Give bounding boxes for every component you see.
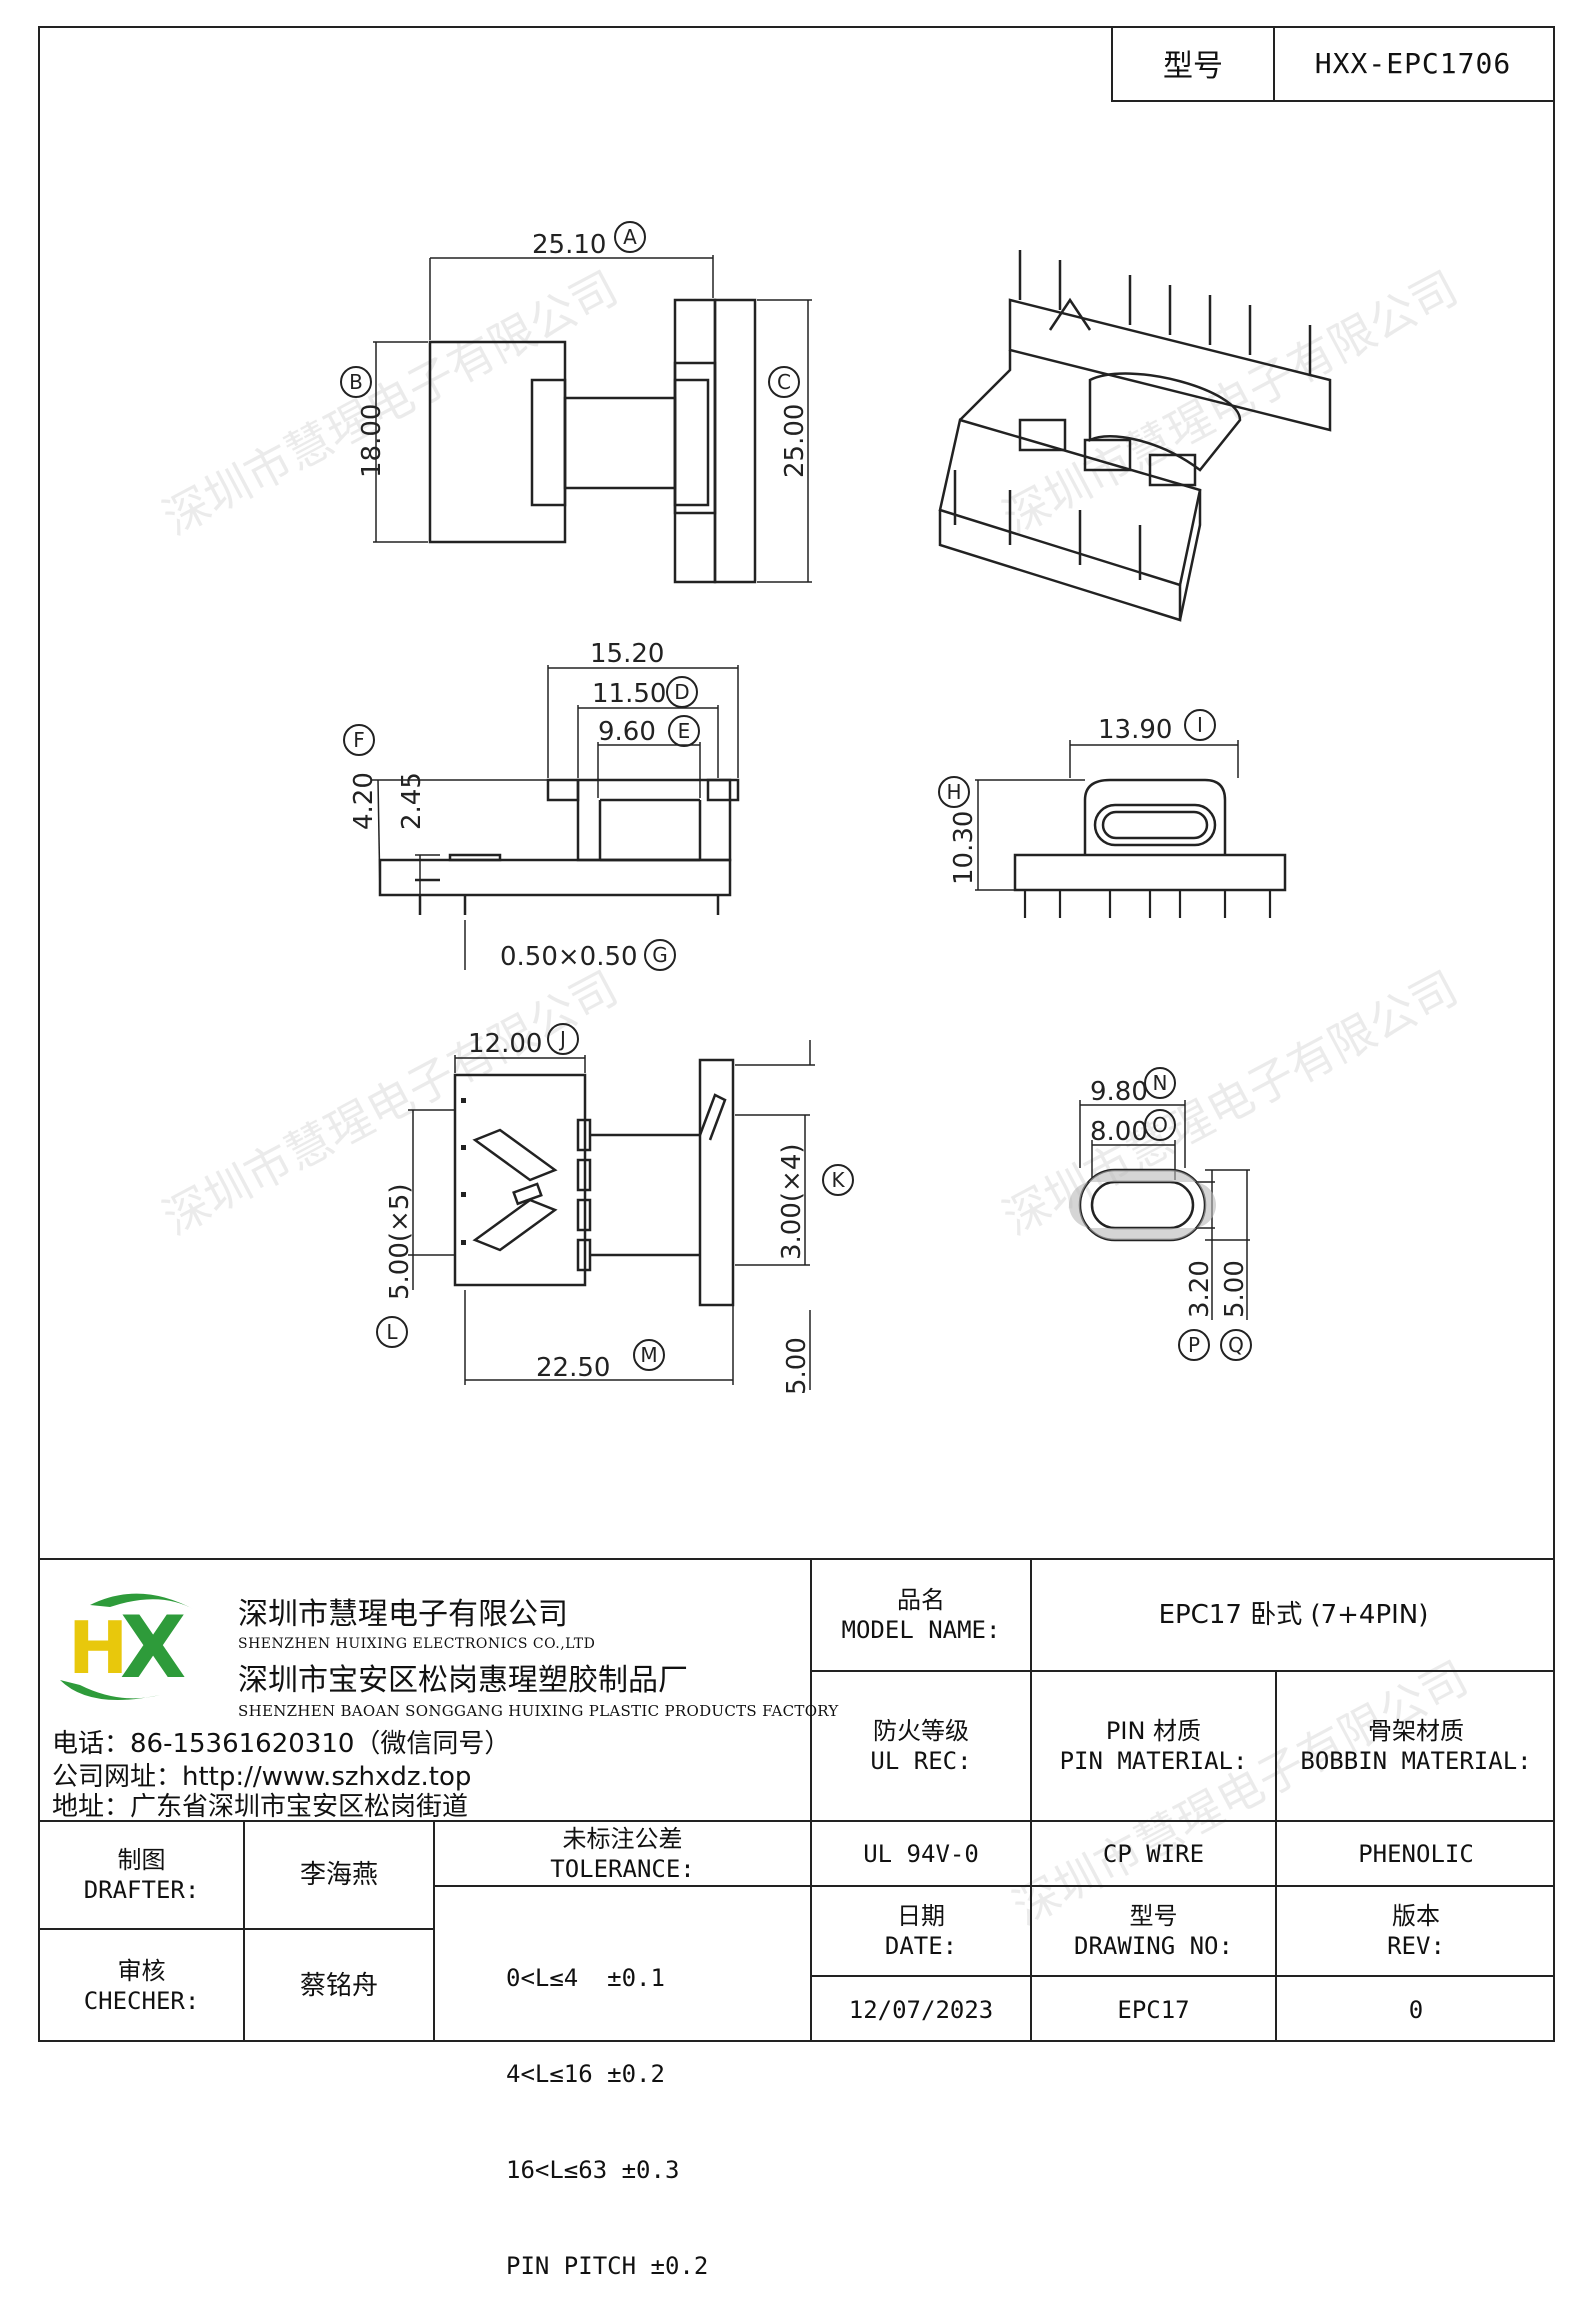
- tolerance-row: 16<L≤63 ±0.3: [506, 2156, 680, 2184]
- tolerance-list: 0<L≤4 ±0.1 4<L≤16 ±0.2 16<L≤63 ±0.3 PIN …: [506, 1898, 708, 2314]
- tolerance-label-en: TOLERANCE:: [550, 1854, 695, 1883]
- tolerance-label: 未标注公差 TOLERANCE:: [435, 1822, 810, 1885]
- dim-H-value: 10.30: [949, 811, 979, 885]
- bobbin-label-cn: 骨架材质: [1368, 1717, 1464, 1745]
- bobbin-label-en: BOBBIN MATERIAL:: [1300, 1747, 1532, 1775]
- label-E: E: [678, 719, 691, 743]
- logo-letter-x: X: [120, 1598, 186, 1698]
- checker-label-cn: 审核: [117, 1957, 166, 1985]
- dim-N-value: 9.80: [1090, 1077, 1148, 1107]
- label-P: P: [1188, 1333, 1200, 1357]
- dim-B-value: 18.00: [357, 404, 387, 478]
- checker-label: 审核 CHECHER:: [40, 1930, 243, 2042]
- bobbin-body: [428, 340, 567, 544]
- rev-label-cn: 版本: [1392, 1902, 1440, 1930]
- dim-Q-value: 5.00: [1220, 1260, 1250, 1318]
- type-label: 型号: [1113, 26, 1275, 100]
- label-F: F: [353, 728, 365, 752]
- date-label-en: DATE:: [884, 1932, 958, 1960]
- drafter-label-en: DRAFTER:: [83, 1876, 200, 1904]
- factory-name-en: SHENZHEN BAOAN SONGGANG HUIXING PLASTIC …: [238, 1702, 839, 1720]
- company-phone: 电话：86-15361620310（微信同号）: [52, 1729, 511, 1759]
- model-label-cn: 品名: [897, 1586, 945, 1614]
- pin-material-value: CP WIRE: [1102, 1839, 1205, 1868]
- dim-M-value: 22.50: [536, 1353, 610, 1383]
- label-I: I: [1197, 713, 1203, 737]
- bobbin-material-label: 骨架材质 BOBBIN MATERIAL:: [1277, 1672, 1555, 1820]
- date-label: 日期 DATE:: [812, 1887, 1030, 1975]
- rev-label: 版本 REV:: [1277, 1887, 1555, 1975]
- checker-name: 蔡铭舟: [299, 1970, 378, 2001]
- rev-label-en: REV:: [1387, 1932, 1445, 1960]
- label-D: D: [674, 680, 689, 704]
- drafter-name: 李海燕: [299, 1859, 378, 1890]
- drawing-label-cn: 型号: [1129, 1902, 1178, 1930]
- label-Q: Q: [1228, 1333, 1244, 1357]
- logo-letter-h: H: [68, 1606, 128, 1690]
- dim-E-value: 9.60: [598, 717, 656, 747]
- drawing-no-value: EPC17: [1117, 1995, 1190, 2024]
- tolerance-row: PIN PITCH ±0.2: [506, 2252, 709, 2280]
- rev-value: 0: [1408, 1995, 1424, 2024]
- label-O: O: [1152, 1113, 1168, 1137]
- drawing-frame: [38, 26, 1555, 2042]
- dim-inner-height: 2.45: [397, 772, 427, 830]
- label-H: H: [946, 780, 961, 804]
- dim-J-value: 12.00: [468, 1029, 542, 1059]
- tolerance-label-cn: 未标注公差: [562, 1824, 683, 1853]
- drafter-label: 制图 DRAFTER:: [40, 1822, 243, 1928]
- dim-K-value: 3.00(×4): [777, 1143, 807, 1260]
- pin-label-en: PIN MATERIAL:: [1059, 1747, 1248, 1775]
- dim-P-value: 3.20: [1185, 1260, 1215, 1318]
- label-J: J: [558, 1027, 566, 1051]
- dim-F-value: 4.20: [349, 772, 379, 830]
- dim-pin-bottom: 5.00: [782, 1337, 812, 1395]
- label-N: N: [1153, 1071, 1168, 1095]
- factory-name-cn: 深圳市宝安区松岗惠瑆塑胶制品厂: [238, 1663, 688, 1698]
- model-label: 品名 MODEL NAME:: [812, 1560, 1030, 1670]
- label-B: B: [349, 370, 363, 394]
- pin-material-label: PIN 材质 PIN MATERIAL:: [1032, 1672, 1275, 1820]
- company-website[interactable]: 公司网址：http://www.szhxdz.top: [52, 1762, 472, 1792]
- bobbin-material-value: PHENOLIC: [1358, 1839, 1474, 1868]
- type-header: 型号 HXX-EPC1706: [1111, 26, 1555, 102]
- pin-label-cn: PIN 材质: [1105, 1717, 1202, 1745]
- tolerance-row: 4<L≤16 ±0.2: [506, 2060, 665, 2088]
- ul-value: UL 94V-0: [863, 1839, 979, 1868]
- tolerance-row: 0<L≤4 ±0.1: [506, 1964, 665, 1992]
- ul-label-cn: 防火等级: [873, 1717, 969, 1745]
- ul-label-en: UL REC:: [870, 1747, 972, 1775]
- model-value: EPC17 卧式 (7+4PIN): [1158, 1599, 1429, 1630]
- label-M: M: [640, 1343, 657, 1367]
- label-A: A: [623, 225, 637, 249]
- company-logo: H X: [60, 1593, 195, 1700]
- label-G: G: [652, 943, 668, 967]
- drawing-no-label: 型号 DRAWING NO:: [1032, 1887, 1275, 1975]
- dim-G-value: 0.50×0.50: [500, 942, 638, 972]
- dim-L-value: 5.00(×5): [385, 1183, 415, 1300]
- ul-label: 防火等级 UL REC:: [812, 1672, 1030, 1820]
- company-name-cn: 深圳市慧瑆电子有限公司: [238, 1597, 568, 1632]
- label-K: K: [831, 1168, 845, 1192]
- dim-C-value: 25.00: [780, 404, 810, 478]
- date-value: 12/07/2023: [848, 1995, 994, 2024]
- dim-total-width: 15.20: [590, 639, 664, 669]
- drawing-label-en: DRAWING NO:: [1074, 1932, 1233, 1960]
- company-address: 地址：广东省深圳市宝安区松岗街道: [52, 1792, 469, 1822]
- dim-A-value: 25.10: [532, 230, 606, 260]
- dim-O-value: 8.00: [1090, 1117, 1148, 1147]
- dim-I-value: 13.90: [1098, 715, 1172, 745]
- label-L: L: [386, 1320, 398, 1344]
- technical-drawing: 25.10 18.00 25.00 15.20 11.50 9.60 4.20 …: [340, 221, 1332, 1395]
- drafter-label-cn: 制图: [117, 1846, 166, 1874]
- type-value: HXX-EPC1706: [1314, 46, 1512, 80]
- model-label-en: MODEL NAME:: [841, 1616, 1001, 1644]
- date-label-cn: 日期: [897, 1902, 945, 1930]
- company-name-en: SHENZHEN HUIXING ELECTRONICS CO.,LTD: [238, 1636, 596, 1652]
- checker-label-en: CHECHER:: [83, 1987, 200, 2015]
- dim-D-value: 11.50: [592, 679, 666, 709]
- label-C: C: [777, 370, 791, 394]
